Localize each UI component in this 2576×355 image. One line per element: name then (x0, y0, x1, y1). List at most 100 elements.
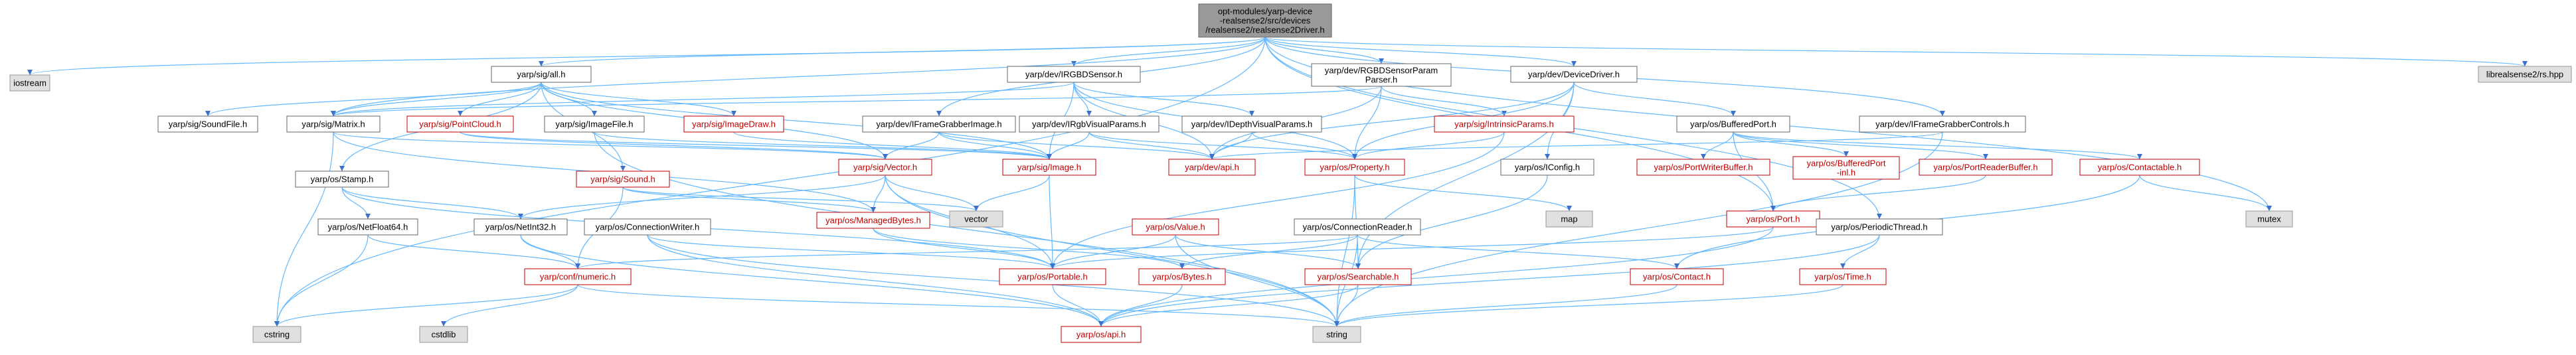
node-irgbd[interactable]: yarp/dev/IRGBDSensor.h (1007, 66, 1141, 83)
edge-managedbytes-to-portable (873, 228, 1053, 269)
node-netint32[interactable]: yarp/os/NetInt32.h (473, 218, 568, 236)
edge-iframecontrols-to-string (1336, 131, 1943, 327)
arrowhead-all-to-soundfile (205, 111, 211, 116)
arrowhead-all-to-pointcloud (458, 111, 463, 116)
node-matrix[interactable]: yarp/sig/Matrix.h (286, 115, 381, 133)
edge-imagedraw-to-image (733, 131, 1050, 160)
node-iframegrabberimage[interactable]: yarp/dev/IFrameGrabberImage.h (862, 115, 1016, 133)
edge-port-to-api_os (1100, 226, 1774, 327)
arrowhead-periodicthread-to-time (1840, 263, 1846, 269)
node-port[interactable]: yarp/os/Port.h (1726, 210, 1820, 228)
node-bufferedport[interactable]: yarp/os/BufferedPort.h (1676, 115, 1790, 133)
node-intrinsic[interactable]: yarp/sig/IntrinsicParams.h (1434, 115, 1575, 133)
edge-value-to-portable (1052, 234, 1176, 269)
node-label-mutex: mutex (2257, 214, 2281, 224)
arrowhead-root-to-iostream (27, 70, 33, 75)
arrowhead-all-to-imagefile (592, 111, 597, 116)
node-portwriterbuffer[interactable]: yarp/os/PortWriterBuffer.h (1636, 159, 1770, 176)
edge-irgbd-to-idepthvisual (1073, 82, 1252, 117)
node-portable[interactable]: yarp/os/Portable.h (999, 268, 1106, 285)
node-imagedraw[interactable]: yarp/sig/ImageDraw.h (683, 115, 784, 133)
edge-connectionreader-to-contact (1357, 234, 1677, 269)
edge-all-to-soundfile (207, 82, 542, 117)
edge-numeric-to-cstring (276, 284, 578, 327)
arrowhead-irgbd-to-idepthvisual (1249, 111, 1254, 116)
node-sound[interactable]: yarp/sig/Sound.h (576, 171, 670, 188)
arrowhead-root-to-all (539, 61, 544, 66)
node-box-portable (999, 268, 1106, 285)
node-contact[interactable]: yarp/os/Contact.h (1630, 268, 1724, 285)
node-iconfig[interactable]: yarp/os/IConfig.h (1500, 159, 1594, 176)
node-api_os[interactable]: yarp/os/api.h (1061, 326, 1142, 343)
node-managedbytes[interactable]: yarp/os/ManagedBytes.h (816, 212, 930, 229)
node-box-portwriterbuffer (1636, 159, 1770, 176)
edge-periodicthread-to-api_os (1100, 234, 1880, 327)
node-image[interactable]: yarp/sig/Image.h (1002, 159, 1096, 176)
arrowhead-searchable-to-api_os (1098, 321, 1104, 326)
node-all[interactable]: yarp/sig/all.h (491, 66, 592, 83)
node-label-sound: yarp/sig/Sound.h (590, 174, 655, 184)
node-librealsense: librealsense2/rs.hpp (2478, 66, 2572, 83)
node-label-connectionreader: yarp/os/ConnectionReader.h (1303, 222, 1413, 232)
node-vector[interactable]: yarp/sig/Vector.h (838, 159, 932, 176)
node-time[interactable]: yarp/os/Time.h (1799, 268, 1887, 285)
node-box-connectionwriter (584, 218, 711, 236)
node-devicedriver[interactable]: yarp/dev/DeviceDriver.h (1510, 66, 1638, 83)
edge-iframegrabberimage-to-image (938, 131, 1050, 160)
node-root: opt-modules/yarp-device-realsense2/src/d… (1198, 3, 1332, 38)
node-irgbvisual[interactable]: yarp/dev/IRgbVisualParams.h (1019, 115, 1159, 133)
node-pointcloud[interactable]: yarp/sig/PointCloud.h (406, 115, 514, 133)
arrowhead-connectionreader-to-bytes (1179, 263, 1185, 269)
edge-image-to-vector_std (976, 175, 1050, 212)
node-connectionreader[interactable]: yarp/os/ConnectionReader.h (1294, 218, 1421, 236)
arrowhead-irgbd-to-irgbvisual (1086, 111, 1092, 116)
arrowhead-root-to-librealsense (2522, 61, 2528, 66)
node-imagefile[interactable]: yarp/sig/ImageFile.h (544, 115, 645, 133)
node-contactable[interactable]: yarp/os/Contactable.h (2079, 159, 2200, 176)
node-value[interactable]: yarp/os/Value.h (1132, 218, 1219, 236)
arrowhead-sound-to-vector_std (974, 206, 979, 211)
node-api_dev[interactable]: yarp/dev/api.h (1168, 159, 1256, 176)
edge-root-to-matrix (333, 36, 1266, 117)
arrowhead-numeric-to-cstdlib (441, 321, 446, 326)
edge-searchable-to-api_os (1100, 284, 1359, 327)
node-netfloat64[interactable]: yarp/os/NetFloat64.h (317, 218, 418, 236)
node-bytes[interactable]: yarp/os/Bytes.h (1138, 268, 1226, 285)
node-label-devicedriver: yarp/dev/DeviceDriver.h (1528, 69, 1620, 79)
node-label-vector: yarp/sig/Vector.h (853, 162, 917, 172)
node-bufferedportinl[interactable]: yarp/os/BufferedPort-inl.h (1792, 156, 1900, 180)
edge-sound-to-managedbytes (622, 186, 874, 213)
node-box-vector_std (949, 210, 1003, 228)
node-soundfile[interactable]: yarp/sig/SoundFile.h (157, 115, 258, 133)
node-label-bufferedportinl: -inl.h (1837, 167, 1855, 177)
edge-rgbdparam-to-intrinsic (1381, 86, 1505, 117)
node-connectionwriter[interactable]: yarp/os/ConnectionWriter.h (584, 218, 711, 236)
node-box-numeric (524, 268, 632, 285)
node-property[interactable]: yarp/os/Property.h (1304, 159, 1405, 176)
edge-sound-to-vector_std (622, 186, 977, 212)
node-label-string: string (1326, 329, 1347, 339)
node-portreaderbuffer[interactable]: yarp/os/PortReaderBuffer.h (1919, 159, 2053, 176)
node-mutex: mutex (2245, 210, 2293, 228)
node-stamp[interactable]: yarp/os/Stamp.h (295, 171, 389, 188)
arrowhead-stamp-to-netint32 (518, 214, 523, 219)
node-box-image (1002, 159, 1096, 176)
node-idepthvisual[interactable]: yarp/dev/IDepthVisualParams.h (1181, 115, 1322, 133)
node-searchable[interactable]: yarp/os/Searchable.h (1304, 268, 1412, 285)
node-box-root (1198, 3, 1332, 38)
edge-vector-to-vector_std (885, 175, 977, 212)
node-iframecontrols[interactable]: yarp/dev/IFrameGrabberControls.h (1859, 115, 2026, 133)
node-box-soundfile (157, 115, 258, 133)
edge-bytes-to-api_os (1100, 284, 1183, 327)
node-label-iframegrabberimage: yarp/dev/IFrameGrabberImage.h (876, 119, 1001, 129)
nodes-layer: opt-modules/yarp-device-realsense2/src/d… (9, 3, 2572, 343)
node-box-devicedriver (1510, 66, 1638, 83)
edge-portable-to-api_os (1052, 284, 1102, 327)
node-periodicthread[interactable]: yarp/os/PeriodicThread.h (1816, 218, 1943, 236)
arrowhead-bufferedport-to-portwriterbuffer (1701, 154, 1706, 159)
node-numeric[interactable]: yarp/conf/numeric.h (524, 268, 632, 285)
node-label-intrinsic: yarp/sig/IntrinsicParams.h (1454, 119, 1554, 129)
arrowhead-bufferedport-to-bufferedportinl (1844, 151, 1849, 157)
arrowhead-bufferedport-to-portreaderbuffer (1983, 154, 1988, 159)
